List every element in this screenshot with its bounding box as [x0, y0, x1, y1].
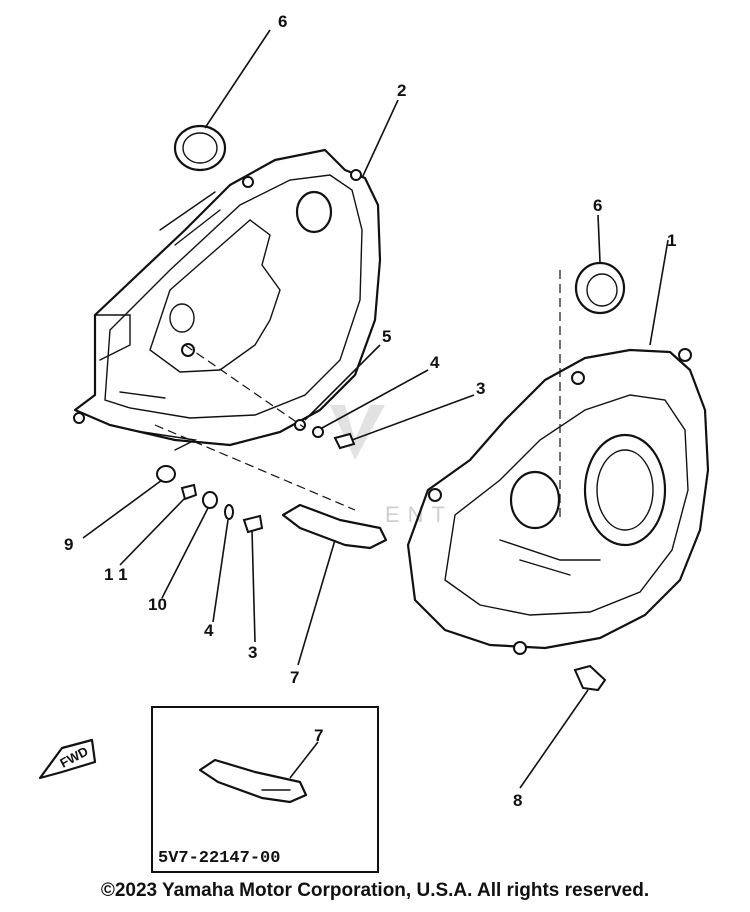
inset-part-number: 5V7-22147-00 — [158, 849, 280, 868]
callout-8: 8 — [513, 791, 522, 810]
small-hardware — [156, 419, 607, 692]
callout-4-right: 4 — [430, 353, 440, 372]
leader-lines — [82, 29, 669, 789]
inset-box: 7 5V7-22147-00 — [151, 706, 379, 873]
callout-6-top: 6 — [278, 12, 287, 31]
fwd-arrow-icon: FWD — [38, 738, 97, 780]
callout-9: 9 — [64, 535, 73, 554]
callout-10: 10 — [148, 595, 167, 614]
copyright-notice: ©2023 Yamaha Motor Corporation, U.S.A. A… — [100, 880, 650, 901]
watermark: ENT — [330, 405, 445, 527]
plug-part-6-top — [173, 124, 227, 172]
outer-cover-part-1 — [406, 348, 710, 655]
callout-3-right: 3 — [476, 379, 485, 398]
callout-4-left: 4 — [204, 621, 214, 640]
callout-5: 5 — [382, 327, 391, 346]
callout-7-inset: 7 — [314, 726, 323, 745]
callout-7: 7 — [290, 668, 299, 687]
callout-2: 2 — [397, 81, 406, 100]
inner-cover-part-2 — [73, 148, 382, 451]
plug-part-6-right — [574, 261, 626, 315]
callout-6-right: 6 — [593, 196, 602, 215]
callout-11: 1 1 — [104, 565, 128, 584]
callout-3-left: 3 — [248, 643, 257, 662]
callout-1: 1 — [667, 231, 676, 250]
bracket-part-7 — [281, 503, 388, 550]
